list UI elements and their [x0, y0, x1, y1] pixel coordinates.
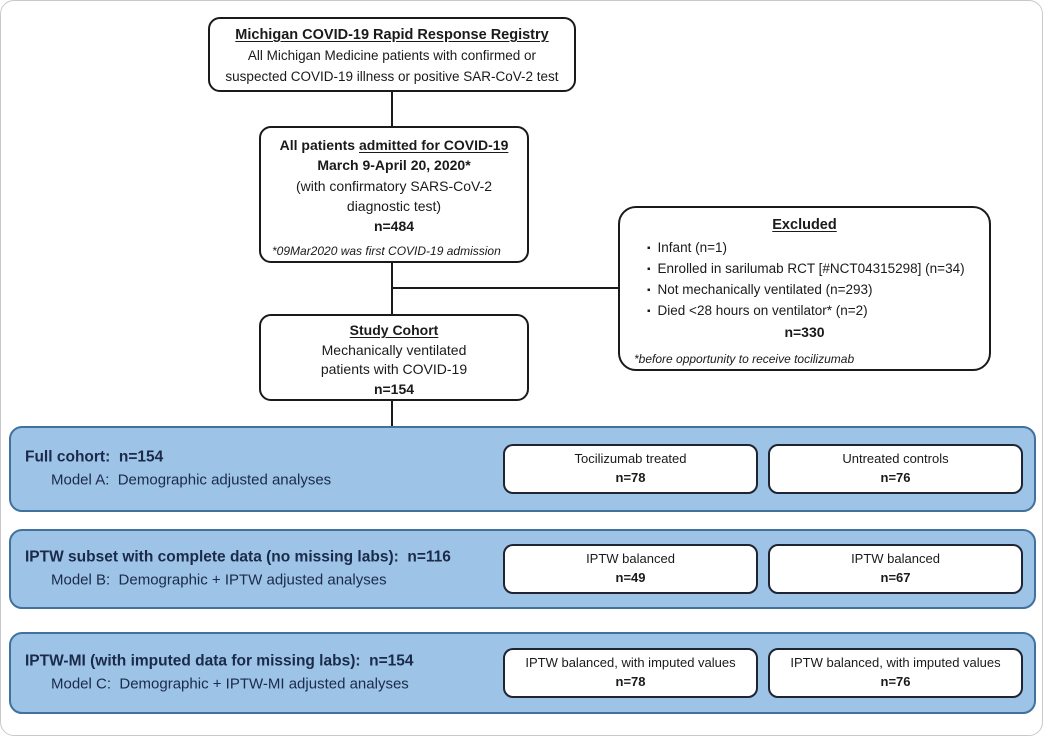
admitted-title-underlined: admitted for COVID-19 — [359, 137, 509, 153]
band-iptw-mi: IPTW-MI (with imputed data for missing l… — [9, 632, 1036, 714]
band-iptw-subset: IPTW subset with complete data (no missi… — [9, 529, 1036, 609]
connector-study-to-bands — [391, 401, 393, 426]
study-line2: patients with COVID-19 — [320, 361, 468, 378]
excluded-list: ▪Infant (n=1) ▪Enrolled in sarilumab RCT… — [620, 238, 989, 322]
iptw-mi-controls-box: IPTW balanced, with imputed values n=76 — [768, 648, 1023, 698]
admitted-title-plain: All patients — [279, 137, 359, 153]
band-iptw-subset-text: IPTW subset with complete data (no missi… — [25, 546, 451, 593]
excluded-n: n=330 — [784, 323, 825, 340]
excluded-item: ▪Not mechanically ventilated (n=293) — [647, 281, 873, 297]
registry-title: Michigan COVID-19 Rapid Response Registr… — [235, 27, 549, 43]
excluded-item: ▪Enrolled in sarilumab RCT [#NCT04315298… — [647, 260, 965, 276]
wbox-label: Tocilizumab treated — [574, 451, 687, 467]
iptw-balanced-controls-box: IPTW balanced n=67 — [768, 544, 1023, 594]
band-subtitle: Model C: Demographic + IPTW-MI adjusted … — [51, 675, 409, 693]
admitted-detail2: diagnostic test) — [346, 197, 442, 214]
band-title: IPTW subset with complete data (no missi… — [25, 548, 451, 566]
wbox-label: IPTW balanced — [586, 551, 675, 567]
admitted-title: All patients admitted for COVID-19 — [261, 135, 527, 155]
study-title: Study Cohort — [349, 322, 439, 338]
admitted-n: n=484 — [373, 218, 415, 235]
registry-line1: All Michigan Medicine patients with conf… — [247, 48, 537, 64]
iptw-mi-treated-box: IPTW balanced, with imputed values n=78 — [503, 648, 758, 698]
bullet-icon: ▪ — [647, 284, 651, 296]
excluded-title: Excluded — [772, 217, 837, 233]
bullet-icon: ▪ — [647, 263, 651, 275]
connector-registry-to-admitted — [391, 92, 393, 126]
wbox-n: n=78 — [615, 674, 646, 689]
band-title: IPTW-MI (with imputed data for missing l… — [25, 652, 414, 670]
excluded-box: Excluded ▪Infant (n=1) ▪Enrolled in sari… — [618, 206, 991, 371]
wbox-n: n=67 — [880, 570, 911, 585]
wbox-n: n=76 — [880, 470, 911, 485]
excluded-item: ▪Infant (n=1) — [647, 240, 727, 256]
wbox-n: n=78 — [615, 470, 646, 485]
registry-line2: suspected COVID-19 illness or positive S… — [225, 69, 559, 85]
band-full-cohort: Full cohort: n=154 Model A: Demographic … — [9, 426, 1036, 512]
wbox-n: n=49 — [615, 570, 646, 585]
band-title: Full cohort: n=154 — [25, 448, 164, 466]
admitted-detail1: (with confirmatory SARS-CoV-2 — [295, 177, 493, 194]
band-iptw-mi-text: IPTW-MI (with imputed data for missing l… — [25, 650, 414, 697]
study-cohort-box: Study Cohort Mechanically ventilated pat… — [259, 314, 529, 401]
excluded-footnote: *before opportunity to receive tocilizum… — [634, 351, 855, 366]
band-full-cohort-text: Full cohort: n=154 Model A: Demographic … — [25, 446, 331, 493]
connector-admitted-to-study — [391, 263, 393, 314]
wbox-label: Untreated controls — [842, 451, 949, 467]
tocilizumab-treated-box: Tocilizumab treated n=78 — [503, 444, 758, 494]
wbox-label: IPTW balanced, with imputed values — [525, 655, 736, 671]
band-subtitle: Model A: Demographic adjusted analyses — [51, 471, 332, 489]
connector-to-excluded — [393, 287, 618, 289]
wbox-n: n=76 — [880, 674, 911, 689]
band-subtitle: Model B: Demographic + IPTW adjusted ana… — [51, 571, 387, 589]
excluded-item: ▪Died <28 hours on ventilator* (n=2) — [647, 302, 868, 318]
iptw-balanced-treated-box: IPTW balanced n=49 — [503, 544, 758, 594]
bullet-icon: ▪ — [647, 305, 651, 317]
study-line1: Mechanically ventilated — [321, 341, 467, 358]
bullet-icon: ▪ — [647, 243, 651, 255]
admitted-dates: March 9-April 20, 2020* — [317, 157, 471, 174]
admitted-box: All patients admitted for COVID-19 March… — [259, 126, 529, 263]
registry-box: Michigan COVID-19 Rapid Response Registr… — [208, 17, 576, 92]
wbox-label: IPTW balanced, with imputed values — [790, 655, 1001, 671]
admitted-footnote: *09Mar2020 was first COVID-19 admission — [272, 244, 501, 259]
study-n: n=154 — [373, 380, 415, 397]
untreated-controls-box: Untreated controls n=76 — [768, 444, 1023, 494]
wbox-label: IPTW balanced — [851, 551, 940, 567]
